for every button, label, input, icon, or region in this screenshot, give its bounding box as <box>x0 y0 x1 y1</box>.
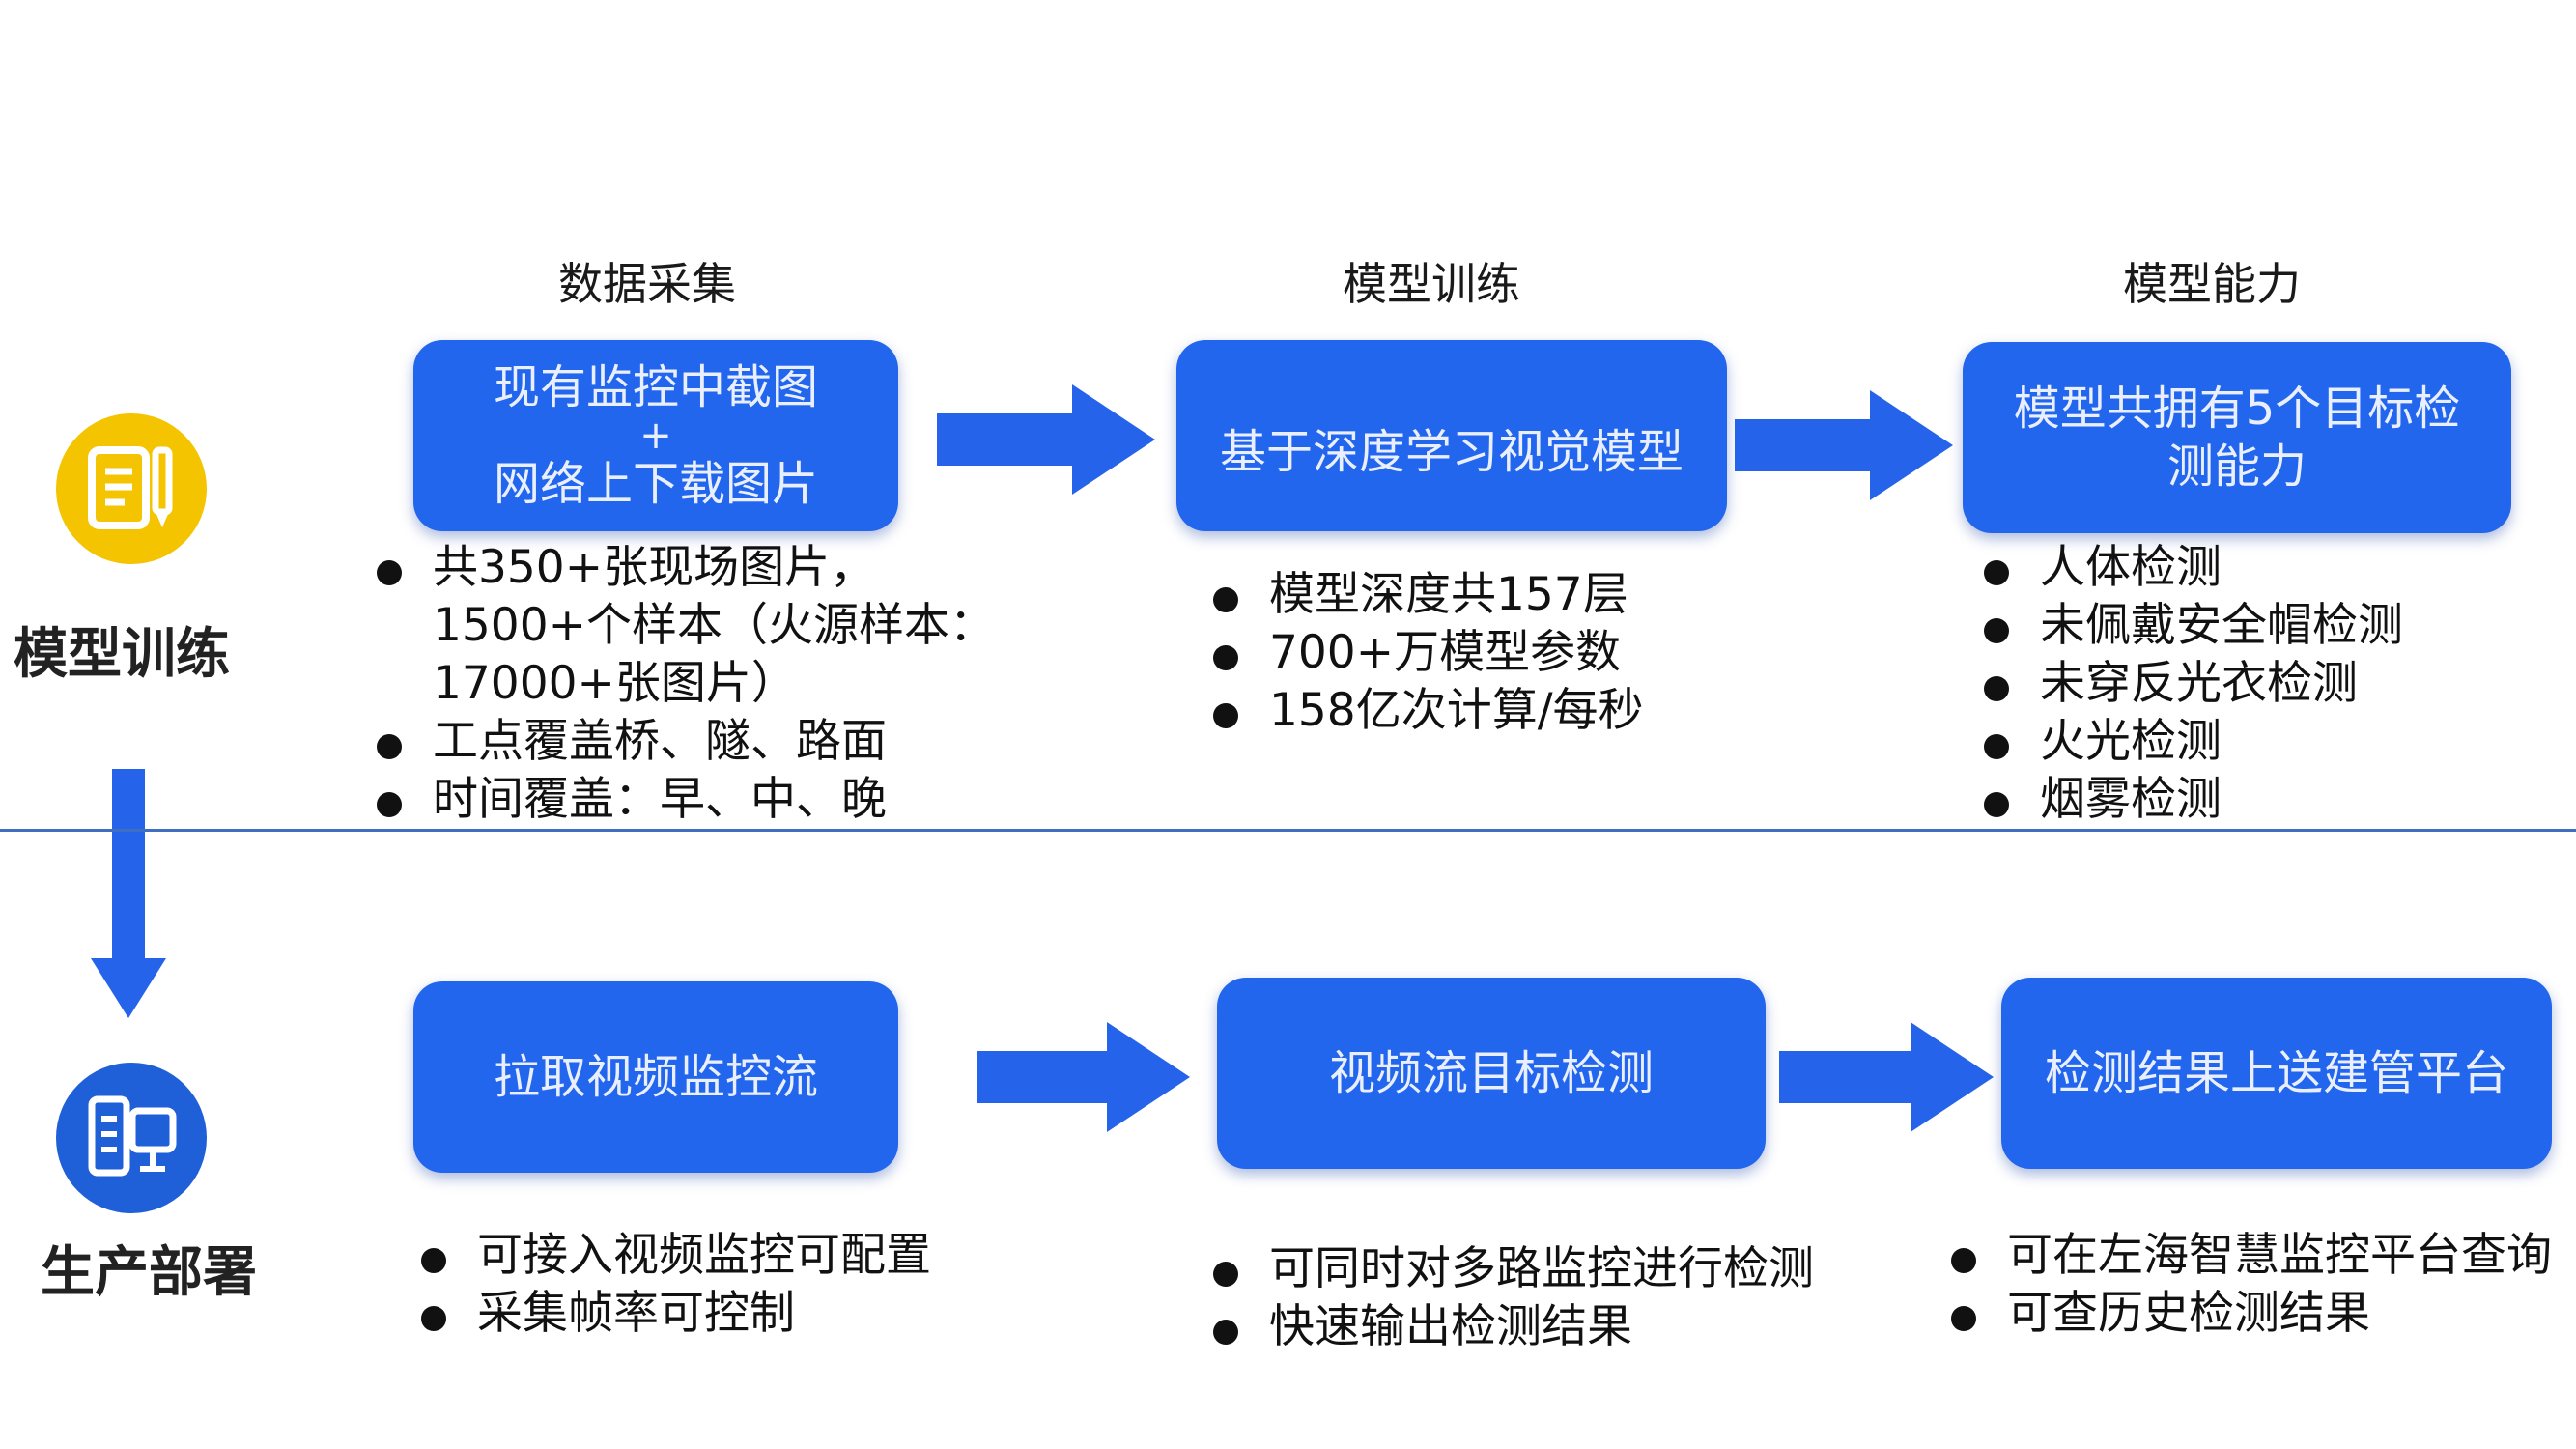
column-title-model-training: 模型训练 <box>1343 258 1520 310</box>
box-data-sources-line2: 网络上下载图片 <box>493 457 818 511</box>
bullet-item: 可查历史检测结果 <box>1951 1285 2574 1343</box>
bullet-item: 未佩戴安全帽检测 <box>1984 597 2544 655</box>
bullet-item: 158亿次计算/每秒 <box>1213 682 1831 740</box>
bullet-item: 共350+张现场图片， 1500+个样本（火源样本： 17000+张图片） <box>377 539 1033 713</box>
upload-results-bullets: 可在左海智慧监控平台查询 可查历史检测结果 <box>1951 1227 2574 1343</box>
section-divider <box>0 829 2576 832</box>
bullet-line: 1500+个样本（火源样本： <box>433 599 995 652</box>
bullet-item: 700+万模型参数 <box>1213 624 1831 682</box>
bullet-item: 可在左海智慧监控平台查询 <box>1951 1227 2574 1285</box>
section-down-arrow <box>91 769 166 1018</box>
flow-arrow-4 <box>1779 1022 1994 1132</box>
bullet-item: 可接入视频监控可配置 <box>421 1227 1020 1285</box>
box-deep-learning-model-text: 基于深度学习视觉模型 <box>1219 425 1684 479</box>
server-monitor-icon <box>88 1095 177 1177</box>
bullet-item: 快速输出检测结果 <box>1213 1298 1909 1356</box>
bullet-item: 火光检测 <box>1984 713 2544 771</box>
bullet-item: 工点覆盖桥、隧、路面 <box>377 713 1033 771</box>
flow-arrow-2 <box>1735 390 1953 500</box>
bullet-line: 17000+张图片） <box>433 657 797 710</box>
bullet-item: 采集帧率可控制 <box>421 1285 1020 1343</box>
document-pencil-icon <box>88 446 173 529</box>
bullet-item: 可同时对多路监控进行检测 <box>1213 1240 1909 1298</box>
box-model-ability-line1: 模型共拥有5个目标检 <box>2013 382 2461 436</box>
model-training-bullets: 模型深度共157层 700+万模型参数 158亿次计算/每秒 <box>1213 566 1831 740</box>
bullet-item: 烟雾检测 <box>1984 771 2544 829</box>
box-data-sources-plus: + <box>639 413 672 458</box>
box-pull-video-stream-text: 拉取视频监控流 <box>493 1050 818 1104</box>
column-title-model-ability: 模型能力 <box>2123 258 2301 310</box>
deploy-section-label: 生产部署 <box>41 1241 257 1304</box>
data-collection-bullets: 共350+张现场图片， 1500+个样本（火源样本： 17000+张图片） 工点… <box>377 539 1033 829</box>
box-data-sources-line1: 现有监控中截图 <box>493 360 818 414</box>
model-ability-bullets: 人体检测 未佩戴安全帽检测 未穿反光衣检测 火光检测 烟雾检测 <box>1984 539 2544 829</box>
flow-arrow-1 <box>937 384 1155 495</box>
bullet-item: 未穿反光衣检测 <box>1984 655 2544 713</box>
box-upload-results-text: 检测结果上送建管平台 <box>2044 1046 2508 1100</box>
object-detection-bullets: 可同时对多路监控进行检测 快速输出检测结果 <box>1213 1240 1909 1356</box>
column-title-data-collection: 数据采集 <box>558 258 736 310</box>
box-deep-learning-model: 基于深度学习视觉模型 <box>1176 340 1727 531</box>
box-model-ability: 模型共拥有5个目标检 测能力 <box>1963 342 2511 533</box>
bullet-line: 共350+张现场图片， <box>433 541 876 594</box>
bullet-item: 模型深度共157层 <box>1213 566 1831 624</box>
box-model-ability-line2: 测能力 <box>2166 440 2307 494</box>
training-section-label: 模型训练 <box>14 623 230 686</box>
flow-arrow-3 <box>977 1022 1190 1132</box>
box-video-object-detection: 视频流目标检测 <box>1217 978 1766 1169</box>
box-upload-results: 检测结果上送建管平台 <box>2001 978 2552 1169</box>
deploy-section-icon <box>56 1063 207 1213</box>
box-pull-video-stream: 拉取视频监控流 <box>413 981 898 1173</box>
bullet-item: 人体检测 <box>1984 539 2544 597</box>
pull-stream-bullets: 可接入视频监控可配置 采集帧率可控制 <box>421 1227 1020 1343</box>
bullet-item: 时间覆盖：早、中、晚 <box>377 771 1033 829</box>
training-section-icon <box>56 413 207 564</box>
box-video-object-detection-text: 视频流目标检测 <box>1328 1046 1654 1100</box>
box-data-sources: 现有监控中截图 + 网络上下载图片 <box>413 340 898 531</box>
